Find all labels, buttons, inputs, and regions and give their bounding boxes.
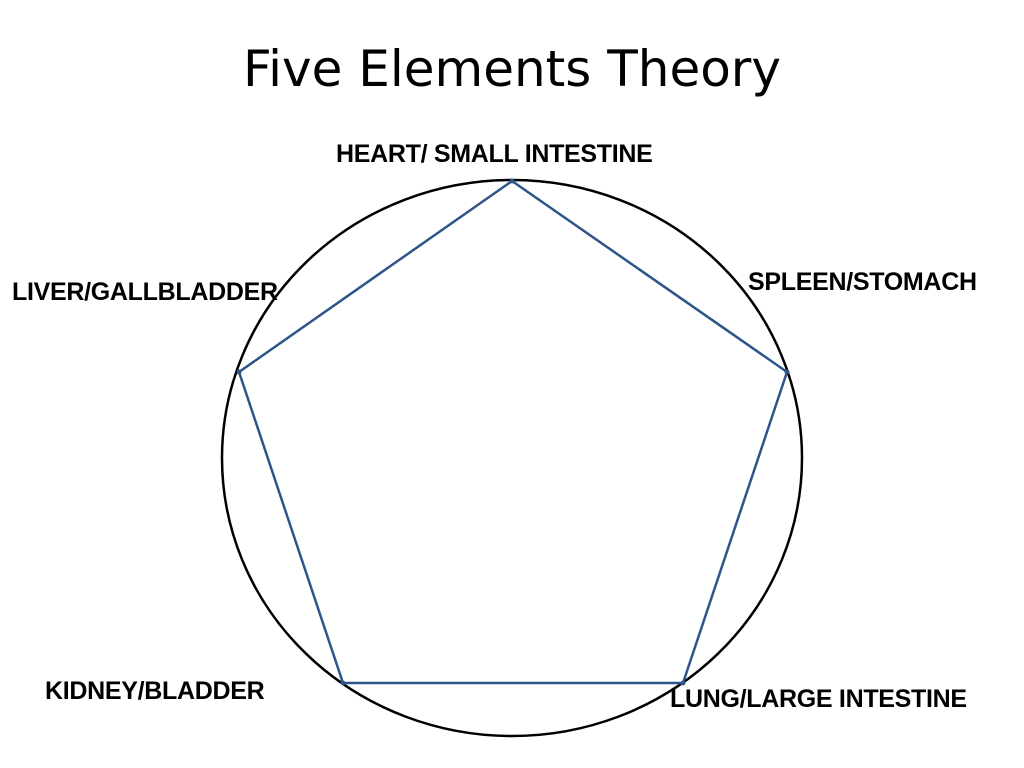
label-spleen-stomach: SPLEEN/STOMACH [748,268,977,296]
edge-liver-heart [237,179,514,374]
slide-title: Five Elements Theory [243,40,781,98]
label-lung-large-intestine: LUNG/LARGE INTESTINE [670,685,967,713]
edge-heart-spleen [510,179,789,374]
label-liver-gallbladder: LIVER/GALLBLADDER [12,278,278,306]
vertex-spleen [784,369,790,375]
vertex-liver [236,369,242,375]
edge-kidney-liver [237,370,345,685]
pentagon-edges [237,179,789,685]
vertex-kidney [340,680,346,686]
edge-spleen-lung [681,370,789,685]
vertex-heart [509,178,515,184]
pentagon-vertices [236,178,790,686]
outer-circle [220,178,804,738]
vertex-lung [680,680,686,686]
label-kidney-bladder: KIDNEY/BLADDER [45,677,265,705]
label-heart-small-intestine: HEART/ SMALL INTESTINE [336,140,653,168]
